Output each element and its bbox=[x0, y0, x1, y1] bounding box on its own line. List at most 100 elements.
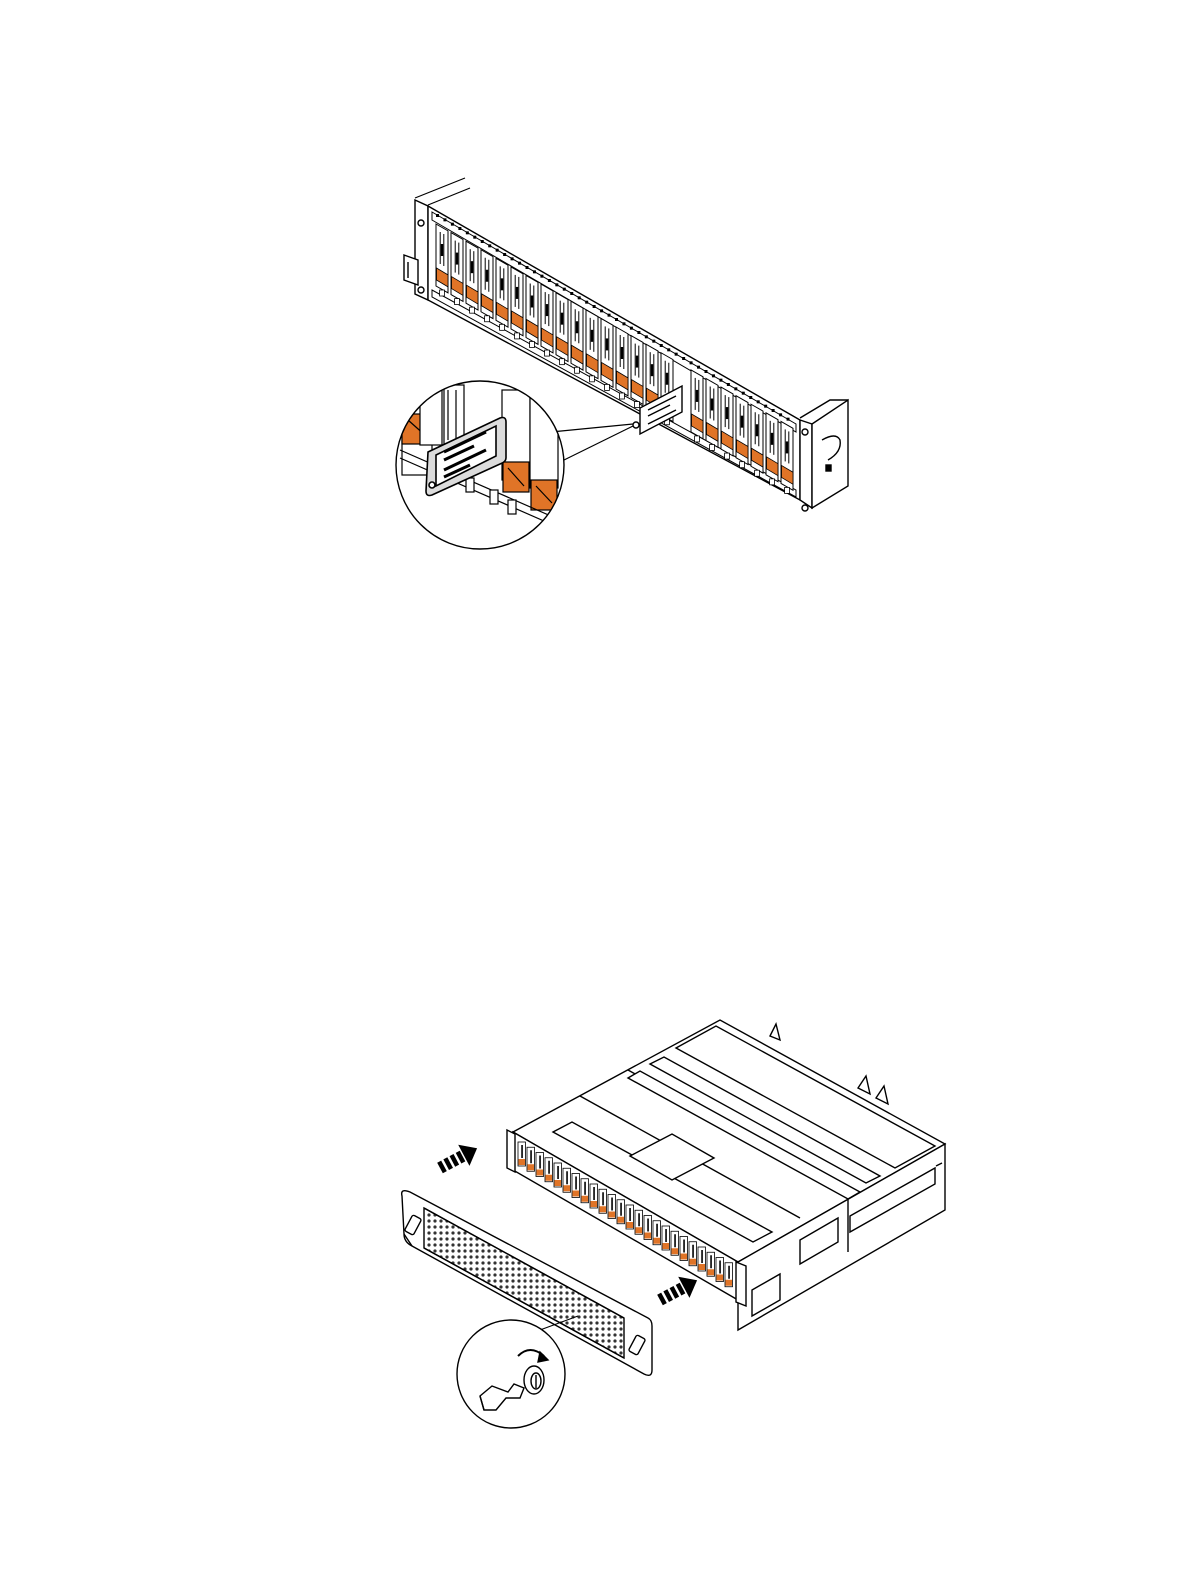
vent-hole bbox=[779, 413, 782, 416]
drive-slot bbox=[466, 241, 478, 313]
drive-slot bbox=[725, 1263, 733, 1287]
drive-slot bbox=[545, 1158, 553, 1182]
insert-arrow-upper bbox=[434, 1138, 482, 1179]
drive-slot bbox=[563, 1168, 571, 1192]
drive-latch bbox=[591, 1201, 598, 1207]
vent-hole bbox=[742, 392, 745, 395]
right-side-panel bbox=[800, 400, 848, 511]
vent-hole bbox=[436, 214, 439, 217]
drive-latch bbox=[573, 1191, 580, 1197]
vent-hole bbox=[563, 288, 566, 291]
vent-hole bbox=[615, 318, 618, 321]
vent-hole bbox=[496, 249, 499, 252]
drive-slot bbox=[536, 1153, 544, 1177]
drive-latch bbox=[627, 1222, 634, 1228]
drive-slot bbox=[698, 1247, 706, 1271]
vent-hole bbox=[697, 366, 700, 369]
drive-slot bbox=[541, 284, 553, 356]
drive-slot bbox=[680, 1237, 688, 1261]
drive-slot bbox=[691, 370, 703, 442]
drive-slot bbox=[436, 224, 448, 296]
drive-latch bbox=[663, 1243, 670, 1249]
vent-hole bbox=[630, 327, 633, 330]
vent-hole bbox=[466, 231, 469, 234]
drive-slot bbox=[671, 1231, 679, 1255]
drive-latch bbox=[690, 1259, 697, 1265]
drive-slot bbox=[721, 387, 733, 459]
vent-hole bbox=[458, 227, 461, 230]
drive-slot bbox=[556, 293, 568, 365]
drive-latch bbox=[645, 1233, 652, 1239]
drive-slot bbox=[526, 276, 538, 348]
vent-hole bbox=[772, 409, 775, 412]
drive-latch bbox=[636, 1227, 643, 1233]
vent-hole bbox=[548, 279, 551, 282]
vent-hole bbox=[473, 236, 476, 239]
vent-hole bbox=[757, 400, 760, 403]
vent-hole bbox=[600, 309, 603, 312]
drive-slot bbox=[644, 1216, 652, 1240]
drive-slot bbox=[451, 233, 463, 305]
drive-latch bbox=[654, 1238, 661, 1244]
drive-latch bbox=[528, 1164, 535, 1170]
drive-latch bbox=[600, 1206, 607, 1212]
drive-latch bbox=[618, 1217, 625, 1223]
drive-slot bbox=[599, 1189, 607, 1213]
drive-latch bbox=[582, 1196, 589, 1202]
vent-hole bbox=[734, 387, 737, 390]
drive-slot bbox=[571, 301, 583, 373]
vent-hole bbox=[526, 266, 529, 269]
enclosure-front-illustration bbox=[0, 0, 1191, 620]
vent-hole bbox=[675, 353, 678, 356]
vent-hole bbox=[712, 374, 715, 377]
vent-hole bbox=[719, 379, 722, 382]
magnified-callout bbox=[396, 380, 566, 550]
drive-slot bbox=[496, 258, 508, 330]
drive-slot bbox=[781, 421, 793, 493]
drive-slot bbox=[527, 1147, 535, 1171]
drive-latch bbox=[609, 1212, 616, 1218]
vent-hole bbox=[667, 348, 670, 351]
vent-hole bbox=[608, 314, 611, 317]
drive-slot bbox=[572, 1174, 580, 1198]
vent-hole bbox=[705, 370, 708, 373]
drive-slot bbox=[617, 1200, 625, 1224]
drive-slot bbox=[662, 1226, 670, 1250]
drive-slot bbox=[635, 1210, 643, 1234]
drive-slot bbox=[601, 318, 613, 390]
drive-slot bbox=[751, 404, 763, 476]
vent-hole bbox=[622, 322, 625, 325]
drive-slot bbox=[716, 1258, 724, 1282]
figure-enclosure-front bbox=[0, 0, 1191, 620]
vent-hole bbox=[443, 218, 446, 221]
vent-hole bbox=[749, 396, 752, 399]
drive-slot bbox=[511, 267, 523, 339]
vent-hole bbox=[637, 331, 640, 334]
drive-slot bbox=[586, 310, 598, 382]
vent-hole bbox=[660, 344, 663, 347]
bezel-installation-illustration bbox=[0, 980, 1191, 1584]
vent-hole bbox=[652, 340, 655, 343]
drive-latch bbox=[699, 1264, 706, 1270]
vent-hole bbox=[481, 240, 484, 243]
drive-slot bbox=[689, 1242, 697, 1266]
vent-hole bbox=[533, 270, 536, 273]
vent-hole bbox=[645, 335, 648, 338]
drive-slot bbox=[736, 396, 748, 468]
drive-latch bbox=[546, 1175, 553, 1181]
vent-hole bbox=[555, 283, 558, 286]
drive-slot bbox=[706, 379, 718, 451]
vent-hole bbox=[518, 262, 521, 265]
drive-slot bbox=[608, 1195, 616, 1219]
left-rack-ear bbox=[404, 200, 428, 300]
vent-hole bbox=[727, 383, 730, 386]
drive-latch bbox=[726, 1280, 733, 1286]
vent-hole bbox=[682, 357, 685, 360]
drive-latch bbox=[672, 1248, 679, 1254]
drive-latch bbox=[708, 1269, 715, 1275]
vent-hole bbox=[690, 361, 693, 364]
vent-hole bbox=[488, 244, 491, 247]
drive-slot bbox=[631, 336, 643, 408]
drive-slot bbox=[554, 1163, 562, 1187]
vent-hole bbox=[593, 305, 596, 308]
